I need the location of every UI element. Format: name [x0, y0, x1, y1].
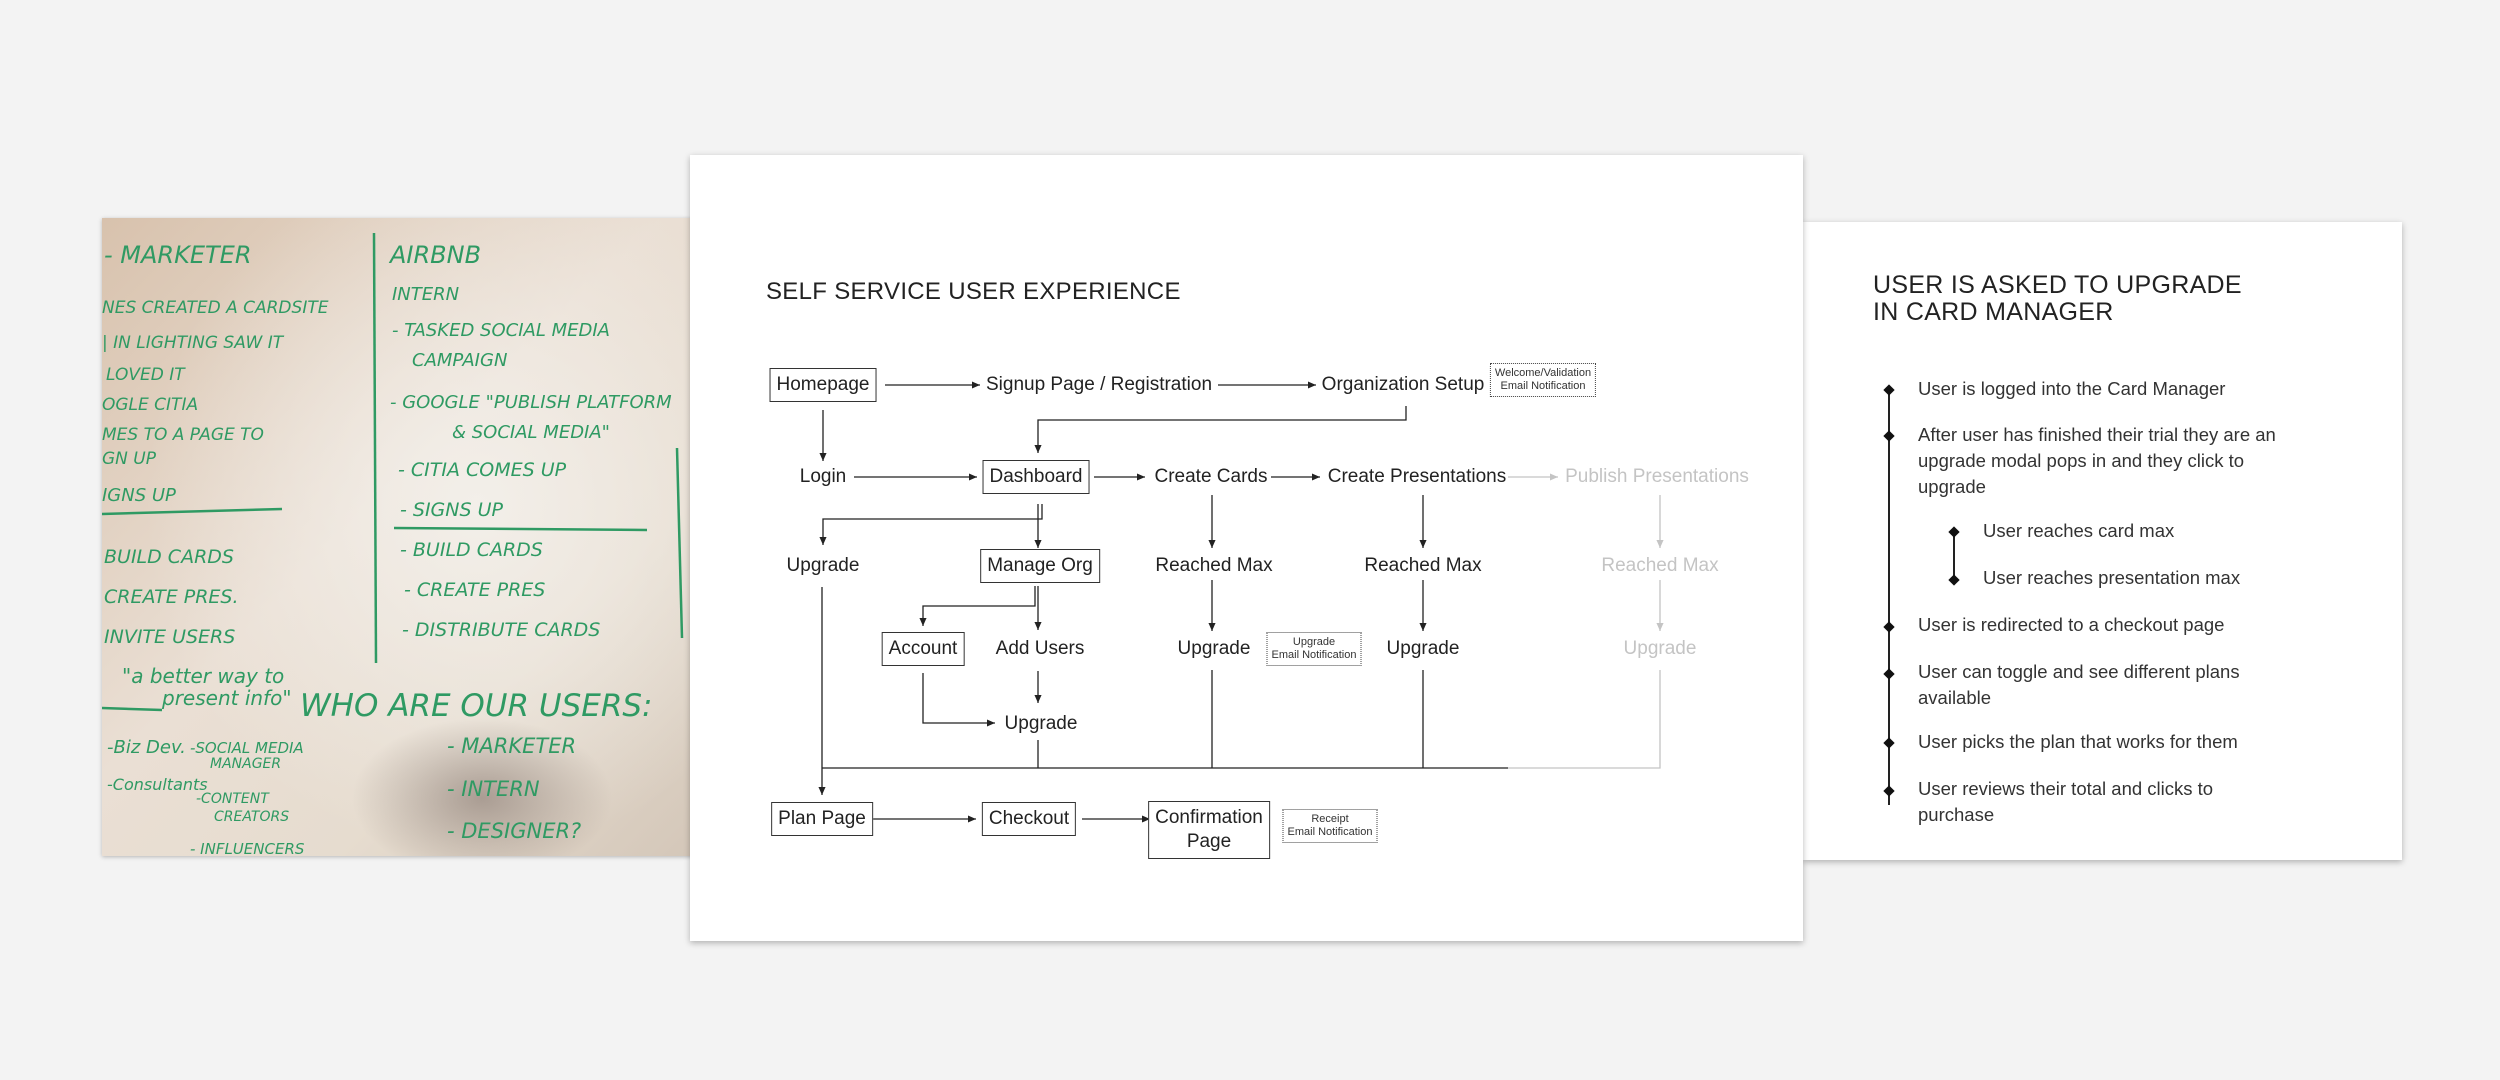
sub-step-1: User reaches card max: [1983, 520, 2175, 541]
whiteboard-right-column: AIRBNB INTERN - TASKED SOCIAL MEDIA CAMPAIG…: [388, 241, 672, 641]
whiteboard-text: CREATORS: [214, 809, 289, 825]
whiteboard-drawing: - MARKETER NES CREATED A CARDSITE | IN LIG…: [102, 218, 707, 856]
timeline-line: [1888, 390, 1890, 805]
whiteboard-text: "a better way to: [122, 664, 284, 688]
whiteboard-text: LOVED IT: [106, 365, 186, 385]
whiteboard-text: -CONTENT: [196, 791, 270, 807]
sub-timeline-line: [1953, 531, 1955, 579]
whiteboard-text: MES TO A PAGE TO: [102, 425, 264, 445]
whiteboard-text: CREATE PRES.: [104, 586, 239, 608]
bullet-marker: [1883, 430, 1895, 442]
whiteboard-text: - CITIA COMES UP: [398, 459, 567, 481]
bullet-marker: [1883, 785, 1895, 797]
bullet-marker: [1883, 621, 1895, 633]
node-checkout: Checkout: [981, 802, 1077, 836]
whiteboard-text: BUILD CARDS: [104, 546, 234, 568]
bullet-marker: [1883, 737, 1895, 749]
node-dashboard: Dashboard: [982, 460, 1090, 494]
node-upgrade-presentations: Upgrade: [1386, 638, 1460, 659]
node-add-users: Add Users: [995, 638, 1085, 659]
whiteboard-text: GN UP: [102, 449, 157, 469]
whiteboard-text: - MARKETER: [104, 241, 252, 269]
whiteboard-text: -SOCIAL MEDIA: [190, 739, 304, 757]
whiteboard-text: -Consultants: [107, 775, 208, 794]
whiteboard-text: - TASKED SOCIAL MEDIA: [392, 320, 610, 341]
whiteboard-text: INTERN: [392, 284, 459, 305]
node-upgrade-cards: Upgrade: [1177, 638, 1251, 659]
whiteboard-text: CAMPAIGN: [412, 350, 507, 371]
node-reached-max-presentations: Reached Max: [1364, 555, 1482, 576]
node-login: Login: [799, 466, 847, 487]
step-6: User reviews their total and clicks to p…: [1918, 778, 2214, 825]
whiteboard-photo: - MARKETER NES CREATED A CARDSITE | IN LIG…: [102, 218, 707, 856]
whiteboard-text: OGLE CITIA: [102, 395, 198, 415]
node-create-presentations: Create Presentations: [1327, 466, 1507, 487]
whiteboard-text: INVITE USERS: [104, 626, 235, 648]
node-publish-presentations: Publish Presentations: [1565, 466, 1749, 487]
bullet-marker: [1883, 384, 1895, 396]
whiteboard-text: - DESIGNER?: [447, 819, 581, 843]
whiteboard-text: - CREATE PRES: [404, 579, 545, 601]
node-account: Account: [881, 632, 965, 666]
flow-title: SELF SERVICE USER EXPERIENCE: [766, 278, 1181, 305]
node-upgrade-left: Upgrade: [786, 555, 860, 576]
notes-title: USER IS ASKED TO UPGRADE IN CARD MANAGER: [1873, 271, 2242, 326]
whiteboard-text: - BUILD CARDS: [400, 539, 543, 561]
whiteboard-heading: WHO ARE OUR USERS:: [300, 688, 653, 724]
node-reached-max-cards: Reached Max: [1155, 555, 1273, 576]
upgrade-notes-panel: USER IS ASKED TO UPGRADE IN CARD MANAGER…: [1803, 222, 2402, 860]
whiteboard-text: - DISTRIBUTE CARDS: [402, 619, 600, 641]
whiteboard-text: | IN LIGHTING SAW IT: [102, 333, 285, 353]
whiteboard-text: & SOCIAL MEDIA": [452, 422, 610, 443]
step-3: User is redirected to a checkout page: [1918, 614, 2225, 635]
sub-step-2: User reaches presentation max: [1983, 567, 2241, 588]
node-create-cards: Create Cards: [1154, 466, 1268, 487]
step-2: After user has finished their trial they…: [1918, 424, 2276, 497]
node-homepage: Homepage: [769, 368, 877, 402]
sub-bullet-marker: [1948, 574, 1960, 586]
user-flow-diagram: SELF SERVICE USER EXPERIENCE: [690, 155, 1803, 941]
node-plan-page: Plan Page: [771, 802, 873, 836]
whiteboard-bottom-items: -Biz Dev. -Consultants -SOCIAL MEDIAMANAGE…: [107, 734, 581, 856]
step-4: User can toggle and see different plans …: [1918, 661, 2240, 708]
whiteboard-text: present info": [161, 686, 292, 710]
whiteboard-text: - INTERN: [447, 777, 540, 801]
node-upgrade-publish: Upgrade: [1623, 638, 1697, 659]
node-organization-setup: Organization Setup: [1321, 374, 1485, 395]
whiteboard-text: - SIGNS UP: [400, 499, 504, 521]
bullet-marker: [1883, 668, 1895, 680]
whiteboard-text: NES CREATED A CARDSITE: [102, 298, 329, 318]
whiteboard-text: AIRBNB: [388, 241, 481, 269]
node-signup: Signup Page / Registration: [985, 374, 1213, 395]
node-reached-max-publish: Reached Max: [1601, 555, 1719, 576]
whiteboard-text: - INFLUENCERS: [190, 840, 305, 856]
whiteboard-text: -Biz Dev.: [107, 737, 186, 758]
node-manage-org: Manage Org: [980, 549, 1100, 583]
step-1: User is logged into the Card Manager: [1918, 378, 2226, 399]
whiteboard-left-column: - MARKETER NES CREATED A CARDSITE | IN LIG…: [102, 241, 329, 710]
whiteboard-text: - GOOGLE "PUBLISH PLATFORM: [390, 392, 672, 413]
whiteboard-text: MANAGER: [210, 756, 281, 772]
flow-connectors: [818, 381, 1664, 823]
node-upgrade-users: Upgrade: [1004, 713, 1078, 734]
step-5: User picks the plan that works for them: [1918, 731, 2238, 752]
whiteboard-text: - MARKETER: [447, 734, 576, 758]
whiteboard-text: IGNS UP: [102, 485, 176, 506]
sub-bullet-marker: [1948, 526, 1960, 538]
